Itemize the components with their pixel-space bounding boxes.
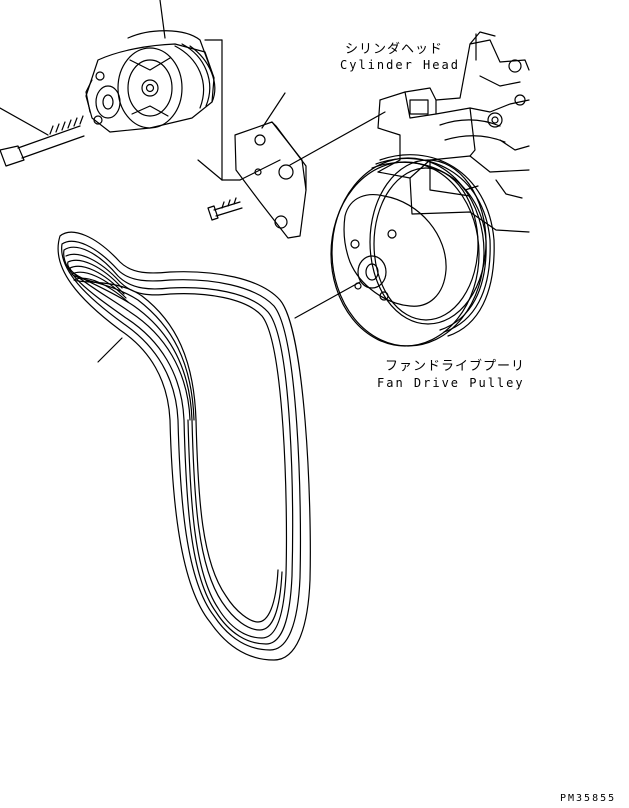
fan-drive-pulley-label-ja: ファンドライブプーリ: [385, 359, 526, 374]
cylinder-head: [378, 32, 529, 232]
fan-drive-pulley-label-en: Fan Drive Pulley: [377, 376, 525, 390]
small-screw: [208, 198, 242, 220]
belt-tensioner: [86, 0, 215, 132]
drawing-code: PM35855: [560, 793, 617, 804]
leader-lines: [98, 40, 385, 362]
tensioner-bolt: [0, 108, 84, 166]
fan-belt: [58, 232, 310, 660]
bracket-plate: [235, 122, 306, 238]
cylinder-head-label-ja: シリンダヘッド: [345, 42, 444, 57]
cylinder-head-label-en: Cylinder Head: [340, 58, 460, 72]
fan-drive-pulley: [331, 155, 494, 346]
